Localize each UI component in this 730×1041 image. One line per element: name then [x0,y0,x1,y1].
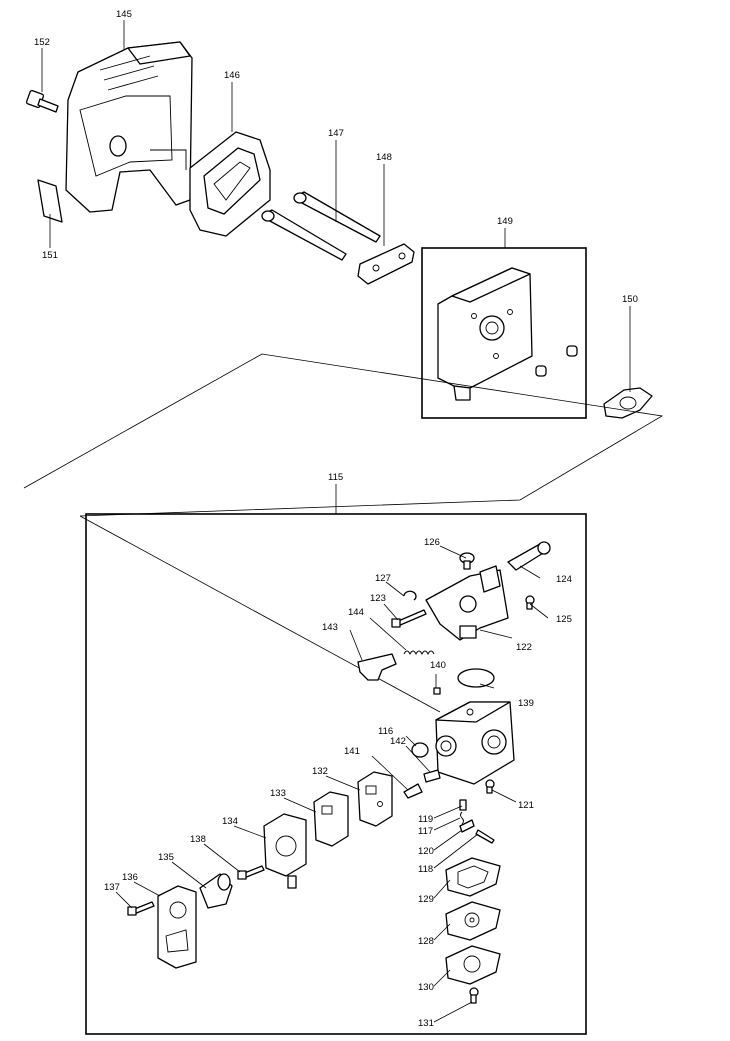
callout-127: 127 [375,573,391,584]
callout-137: 137 [104,882,120,893]
callout-126: 126 [424,537,440,548]
callout-132: 132 [312,766,328,777]
part-121-screw [485,779,495,794]
callout-152: 152 [34,37,50,48]
callout-136: 136 [122,872,138,883]
part-138-screw [237,865,265,880]
part-142-needle [423,769,441,783]
part-143-lever [357,653,397,681]
callout-135: 135 [158,852,174,863]
part-152-bolt [25,89,59,113]
callout-121: 121 [518,800,534,811]
callout-146: 146 [224,70,240,81]
assembly-outline [23,353,664,517]
callout-129: 129 [418,894,434,905]
callout-118: 118 [418,864,433,875]
part-150-gasket [603,387,653,419]
part-131-screw [469,987,479,1004]
part-149-frame [421,247,587,419]
callout-128: 128 [418,936,434,947]
callout-140: 140 [430,660,446,671]
part-140-pin [433,687,441,695]
part-148-bracket-plate [357,243,415,285]
part-carburetor-body [435,701,515,785]
part-129-gasket [445,857,501,897]
callout-149: 149 [497,216,513,227]
part-116-cap [411,742,429,758]
part-123-screw [391,609,427,628]
part-136-bracket [157,885,197,969]
callout-120: 120 [418,846,434,857]
part-139-o-ring [457,668,495,688]
part-118-pin [475,829,495,844]
part-151-filter-pad [37,179,63,223]
part-124-knob [507,541,551,571]
callout-142: 142 [390,736,406,747]
part-127-clip [403,590,417,601]
part-134-pump-cover [263,813,307,889]
callout-123: 123 [370,593,386,604]
part-130-cover [445,945,501,985]
callout-125: 125 [556,614,572,625]
callout-119: 119 [418,814,433,825]
part-141-needle [403,783,423,799]
callout-116: 116 [378,726,393,737]
callout-131: 131 [418,1018,434,1029]
callout-122: 122 [516,642,532,653]
part-119-needle [459,799,467,811]
callout-144: 144 [348,607,364,618]
callout-117: 117 [418,826,433,837]
callout-139: 139 [518,698,534,709]
callout-numbers: 145 152 151 146 147 148 149 150 115 126 … [34,9,638,1029]
part-146-filter-element [189,131,271,237]
part-144-spring [403,650,435,656]
part-132-plate [357,771,393,827]
callout-143: 143 [322,622,338,633]
callout-133: 133 [270,788,286,799]
outline-to-carb [79,515,441,713]
callout-134: 134 [222,816,238,827]
part-149-cleaner-base [437,267,578,401]
callout-130: 130 [418,982,434,993]
part-137-screw [127,901,155,916]
part-126-screw [459,552,475,570]
part-145-cleaner-cover [65,41,193,213]
callout-124: 124 [556,574,572,585]
part-133-gasket [313,791,349,847]
part-128-diaphragm [445,901,501,941]
part-122-upper-body [425,565,509,641]
part-125-screw [525,595,535,610]
callout-147: 147 [328,128,344,139]
part-117-spring [460,811,464,825]
callout-138: 138 [190,834,206,845]
callout-145: 145 [116,9,132,20]
leader-lines [41,20,631,1023]
callout-115: 115 [328,472,343,483]
callout-141: 141 [344,746,360,757]
callout-151: 151 [42,250,58,261]
part-135-primer-bulb [199,873,233,909]
callout-150: 150 [622,294,638,305]
part-147-bolts [261,191,381,261]
callout-148: 148 [376,152,392,163]
